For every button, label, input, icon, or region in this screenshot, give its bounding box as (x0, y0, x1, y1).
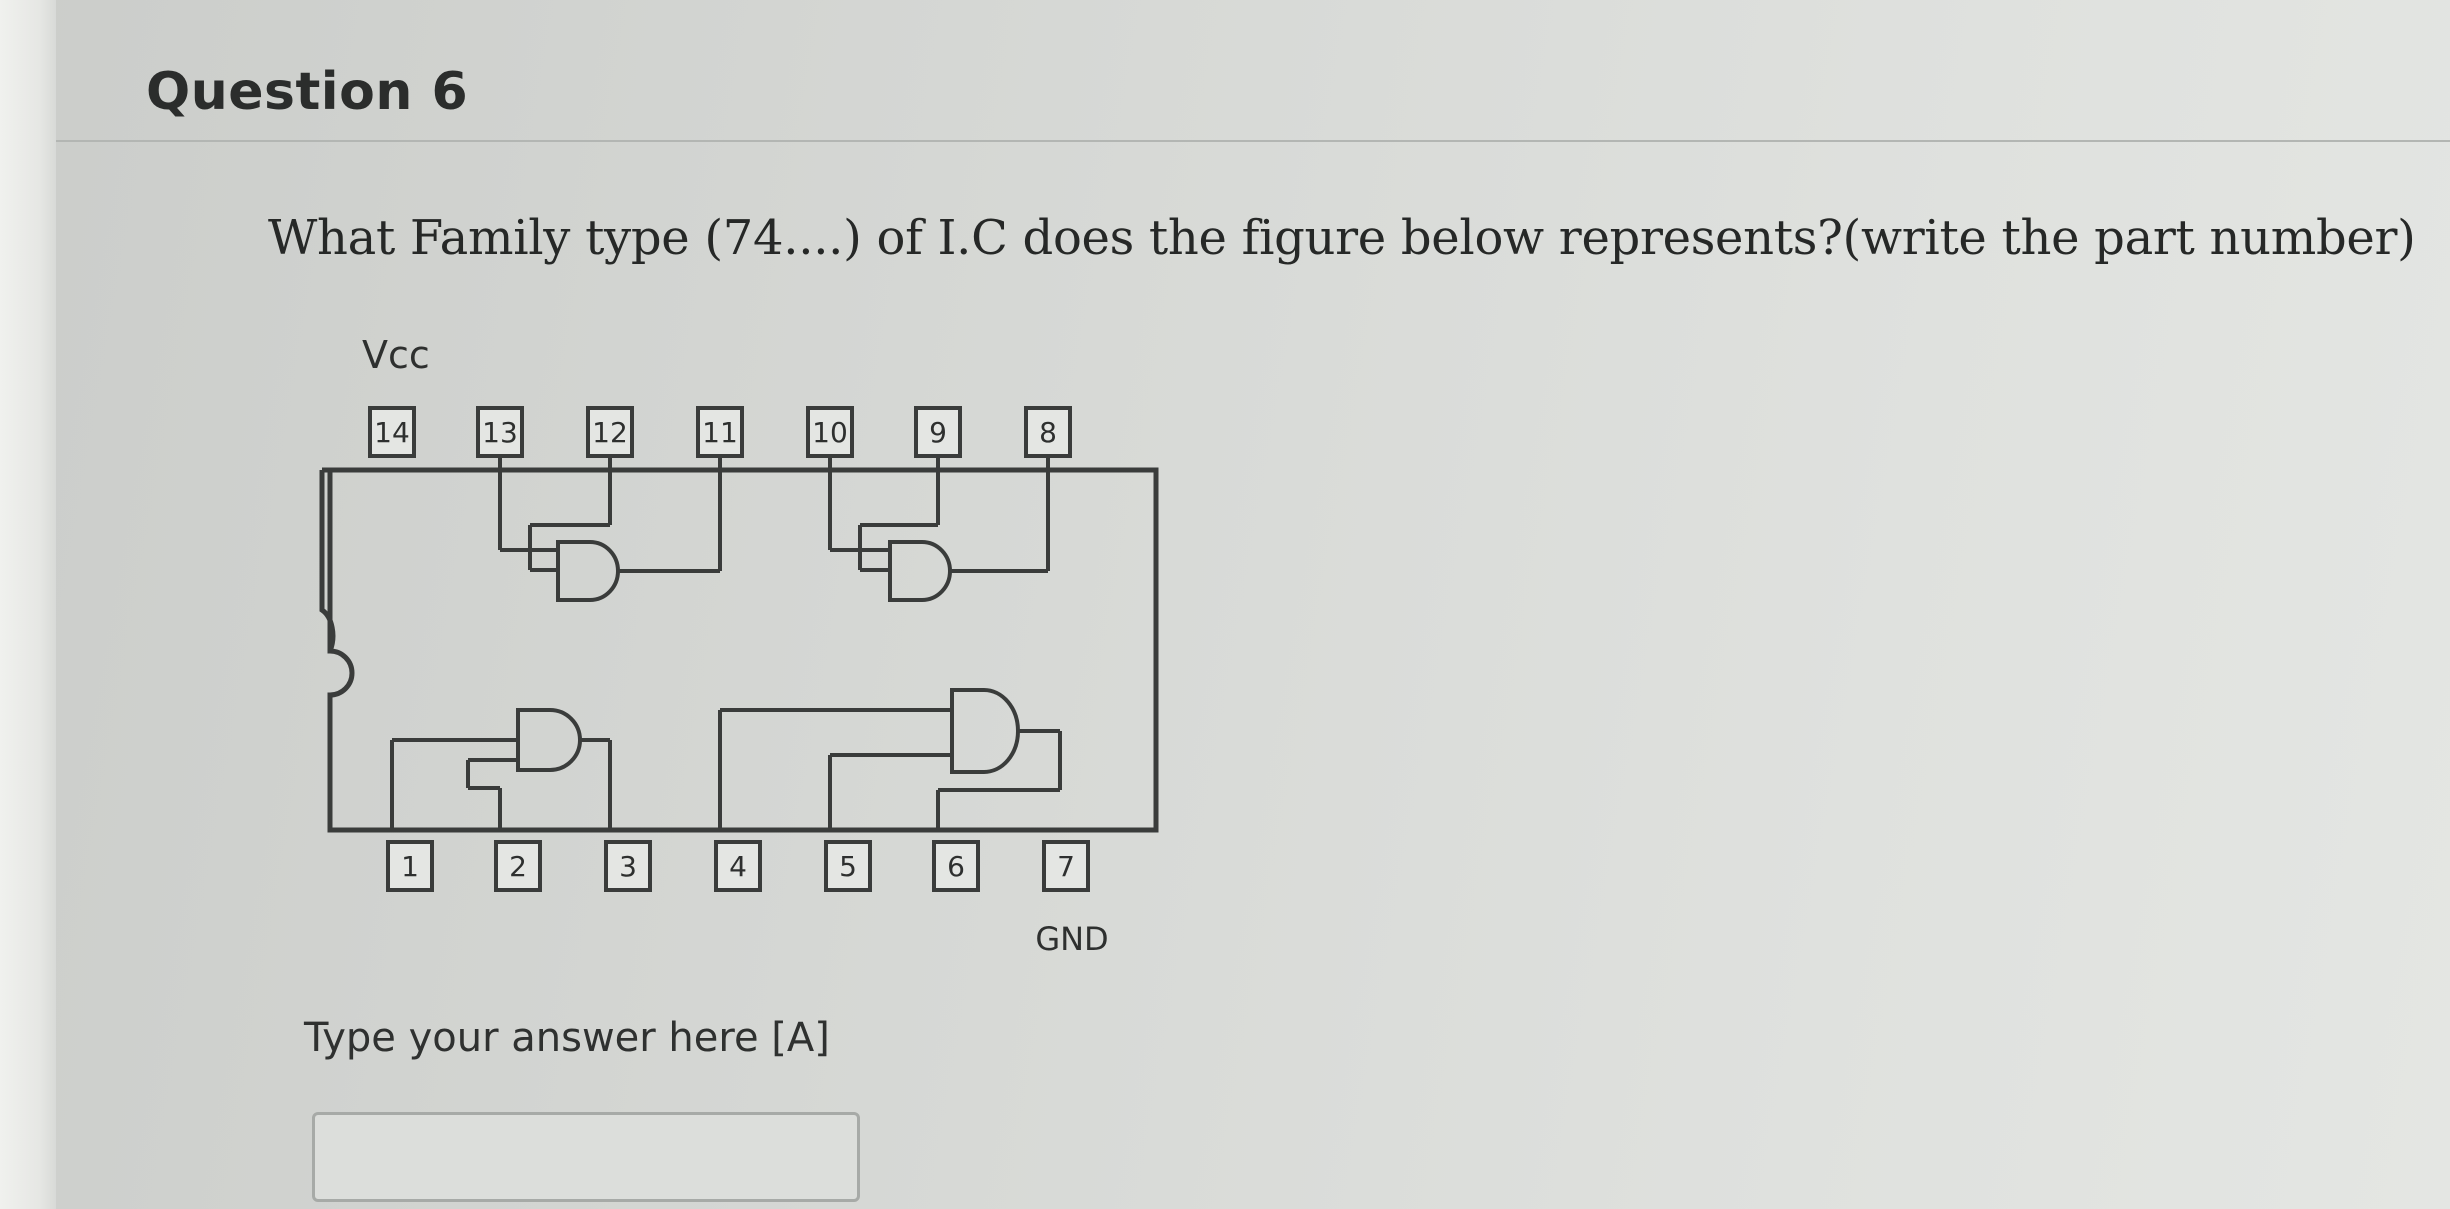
pin-6-label: 6 (947, 850, 965, 883)
pin-4-label: 4 (729, 850, 747, 883)
pin-13-label: 13 (482, 416, 518, 449)
gnd-label: GND (1035, 920, 1108, 958)
pin-7-label: 7 (1057, 850, 1075, 883)
pin-3-label: 3 (619, 850, 637, 883)
gate-wiring (390, 456, 1062, 830)
answer-label: Type your answer here [A] (304, 1015, 830, 1061)
pin-11-box (696, 406, 744, 458)
answer-input[interactable] (312, 1112, 860, 1202)
question-title: Question 6 (146, 62, 469, 122)
pin-12-label: 12 (592, 416, 628, 449)
pin-1-box (386, 840, 434, 892)
pin-6-box (932, 840, 980, 892)
pin-9-box (914, 406, 962, 458)
pin-2-label: 2 (509, 850, 527, 883)
pin-8-label: 8 (1039, 416, 1057, 449)
pin-4-box (714, 840, 762, 892)
pin-5-label: 5 (839, 850, 857, 883)
vcc-label: Vcc (362, 333, 430, 377)
ic-notch (319, 470, 336, 652)
pin-14-label: 14 (374, 416, 410, 449)
left-panel-edge (0, 0, 56, 1209)
pin-10-label: 10 (812, 416, 848, 449)
pin-2-box (494, 840, 542, 892)
question-text: What Family type (74....) of I.C does th… (268, 210, 2416, 266)
pin-7-box (1042, 840, 1090, 892)
ic-body-outline (322, 467, 1159, 833)
pin-1-label: 1 (401, 850, 419, 883)
pin-3-box (604, 840, 652, 892)
pin-5-box (824, 840, 872, 892)
header-divider (56, 140, 2450, 142)
ic-pinout-svg: Vcc 14 13 12 11 10 9 8 (319, 333, 1159, 958)
pin-14-box (368, 406, 416, 458)
pin-9-label: 9 (929, 416, 947, 449)
ic-pinout-diagram: Vcc 14 13 12 11 10 9 8 (300, 310, 1200, 980)
pin-11-label: 11 (702, 416, 738, 449)
